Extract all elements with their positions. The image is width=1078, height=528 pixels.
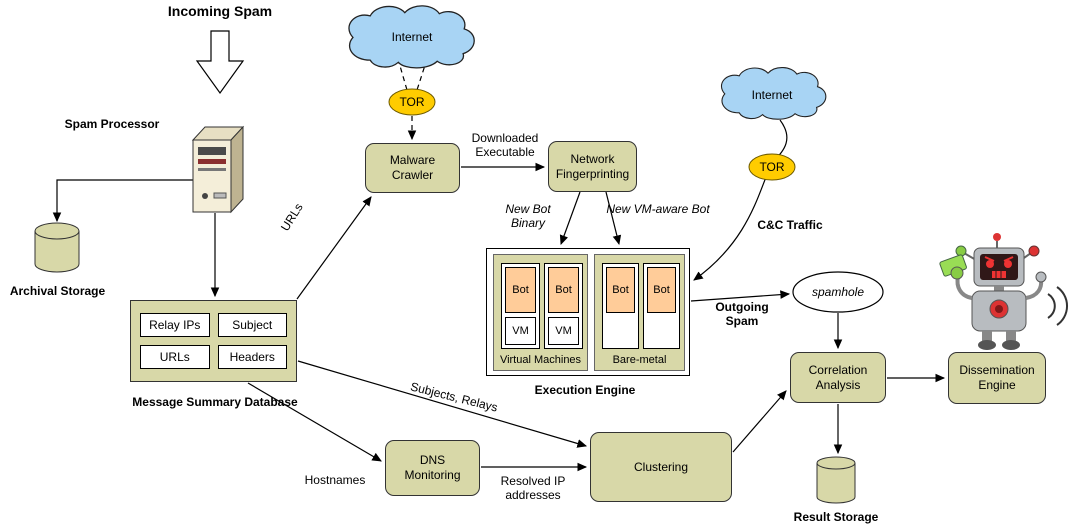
bot-box: Bot bbox=[505, 267, 536, 313]
bare-metal-section: Bot Bot Bare-metal bbox=[594, 254, 685, 371]
vm-column-2: Bot VM bbox=[544, 263, 583, 349]
result-storage-label: Result Storage bbox=[793, 510, 879, 524]
edge-database-to-malware-crawler bbox=[296, 196, 372, 300]
vm-column-1: Bot VM bbox=[501, 263, 540, 349]
edge-engine-to-spamhole bbox=[690, 290, 791, 302]
edge-server-to-archival-storage bbox=[52, 179, 193, 223]
server-icon bbox=[191, 125, 245, 214]
db-field-headers: Headers bbox=[217, 345, 287, 369]
edge-fingerprinting-to-bare-metal bbox=[605, 191, 622, 246]
malware-crawler-label: Malware Crawler bbox=[389, 153, 436, 182]
bare-metal-column-1: Bot bbox=[602, 263, 639, 349]
malware-crawler-node: Malware Crawler bbox=[365, 143, 460, 193]
vm-box: VM bbox=[505, 317, 536, 345]
edge-database-to-clustering bbox=[297, 360, 588, 448]
vm-box: VM bbox=[548, 317, 579, 345]
dns-monitoring-node: DNS Monitoring bbox=[385, 440, 480, 496]
robot-icon bbox=[939, 233, 1047, 350]
cc-traffic-label: C&C Traffic bbox=[757, 218, 823, 232]
spam-processor-label: Spam Processor bbox=[64, 117, 160, 131]
tor-right-label: TOR bbox=[759, 160, 785, 174]
execution-engine-node: Bot VM Bot VM Virtual Machines Bot Bot B… bbox=[486, 248, 690, 376]
wifi-signal-icon bbox=[1047, 286, 1069, 326]
edge-internet-to-tor-right bbox=[416, 58, 428, 91]
spamhole-label: spamhole bbox=[811, 285, 865, 299]
execution-engine-label: Execution Engine bbox=[534, 383, 636, 397]
correlation-analysis-node: Correlation Analysis bbox=[790, 352, 886, 403]
dissemination-engine-label: Dissemination Engine bbox=[959, 363, 1035, 392]
correlation-analysis-label: Correlation Analysis bbox=[808, 362, 868, 392]
network-fingerprinting-label: Network Fingerprinting bbox=[555, 151, 630, 181]
bare-metal-column-2: Bot bbox=[643, 263, 680, 349]
clustering-label: Clustering bbox=[633, 459, 689, 474]
archival-storage-cylinder-icon bbox=[34, 222, 80, 273]
archival-storage-label: Archival Storage bbox=[9, 284, 106, 298]
edge-database-to-dns bbox=[247, 382, 382, 462]
bot-box: Bot bbox=[647, 267, 676, 313]
virtual-machines-section: Bot VM Bot VM Virtual Machines bbox=[493, 254, 588, 371]
bot-box: Bot bbox=[548, 267, 579, 313]
db-field-urls: URLs bbox=[140, 345, 210, 369]
tor-node-right-icon bbox=[748, 153, 796, 181]
network-fingerprinting-node: Network Fingerprinting bbox=[548, 141, 637, 192]
bare-metal-label: Bare-metal bbox=[612, 354, 667, 366]
result-storage-cylinder-icon bbox=[816, 456, 856, 504]
hostnames-label: Hostnames bbox=[304, 473, 366, 487]
clustering-node: Clustering bbox=[590, 432, 732, 502]
bot-box: Bot bbox=[606, 267, 635, 313]
edge-cc-traffic bbox=[693, 119, 788, 281]
edge-clustering-to-correlation bbox=[732, 390, 787, 453]
dns-monitoring-label: DNS Monitoring bbox=[404, 453, 461, 482]
tor-node-top-icon bbox=[388, 88, 436, 116]
message-summary-database-label: Message Summary Database bbox=[132, 395, 298, 409]
new-bot-binary-label: New Bot Binary bbox=[505, 202, 551, 231]
tor-top-label: TOR bbox=[399, 95, 425, 109]
spamhole-node-icon bbox=[792, 271, 884, 313]
message-summary-database-node: Relay IPs Subject URLs Headers bbox=[130, 300, 297, 382]
dissemination-engine-node: Dissemination Engine bbox=[948, 352, 1046, 404]
resolved-ip-addresses-label: Resolved IP addresses bbox=[500, 474, 566, 503]
downloaded-executable-label: Downloaded Executable bbox=[471, 131, 539, 160]
virtual-machines-label: Virtual Machines bbox=[499, 354, 582, 366]
internet-right-label: Internet bbox=[751, 88, 793, 102]
incoming-spam-label: Incoming Spam bbox=[167, 3, 273, 19]
outgoing-spam-label: Outgoing Spam bbox=[715, 300, 769, 329]
db-field-subject: Subject bbox=[217, 313, 287, 337]
edge-fingerprinting-to-virtual-machines bbox=[559, 191, 581, 246]
db-field-relay-ips: Relay IPs bbox=[140, 313, 210, 337]
internet-top-label: Internet bbox=[391, 30, 433, 44]
incoming-spam-arrow-icon bbox=[195, 30, 245, 95]
new-vm-aware-bot-label: New VM-aware Bot bbox=[606, 202, 710, 216]
